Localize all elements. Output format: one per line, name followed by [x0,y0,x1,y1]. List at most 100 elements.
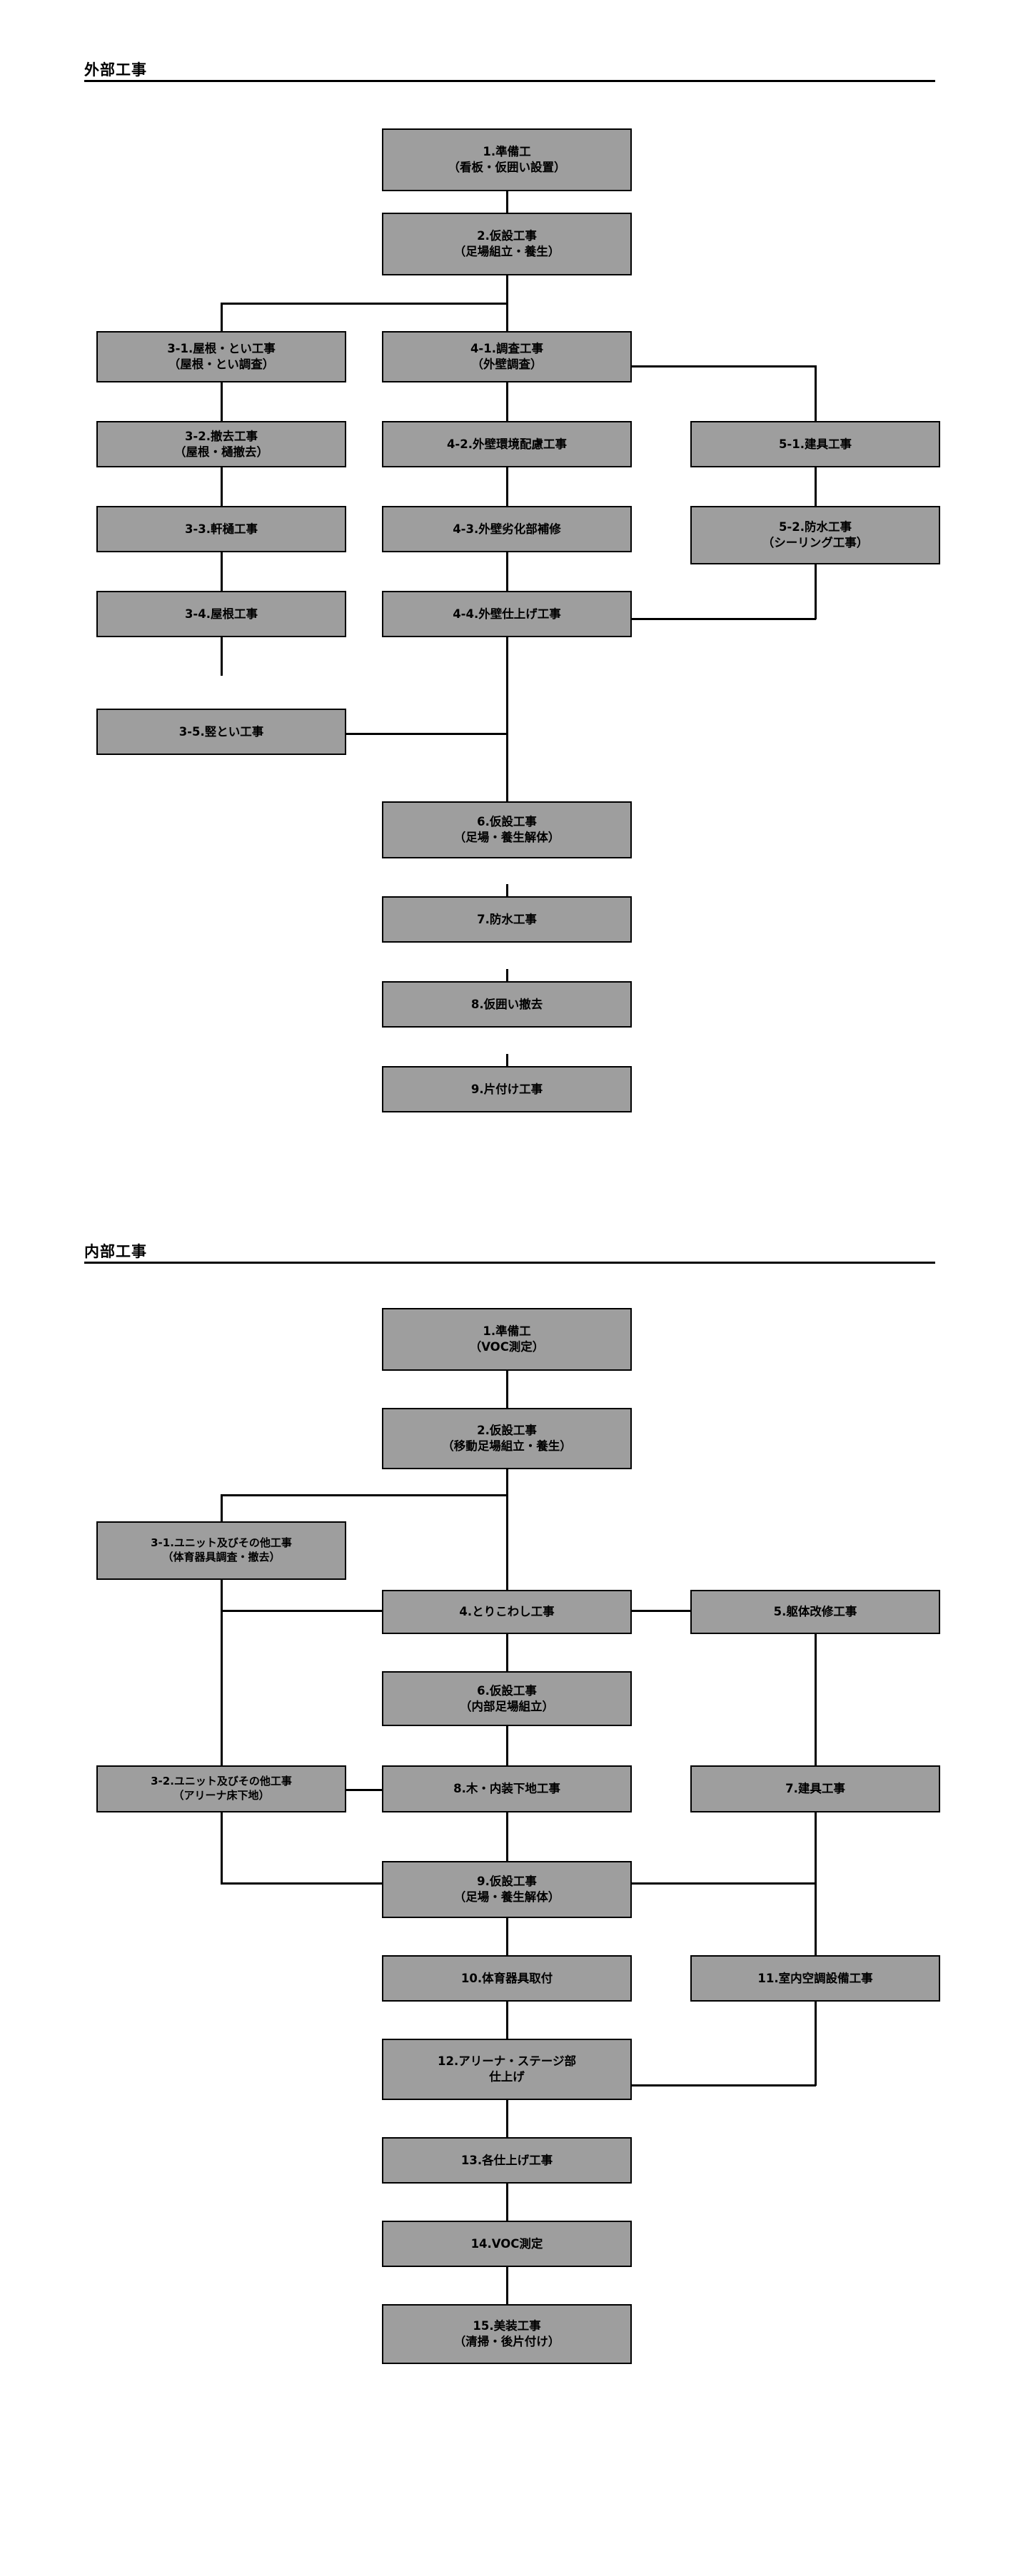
connector-e44-e6 [506,637,508,801]
connector-e34-e35 [221,637,223,676]
node-i8[interactable]: 8.木・内装下地工事 [382,1765,632,1812]
section-title-exterior: 外部工事 [84,61,147,78]
node-e34[interactable]: 3-4.屋根工事 [96,591,346,637]
node-i8-line1: 8.木・内装下地工事 [453,1782,560,1796]
node-i32-line2: （アリーナ床下地） [173,1789,270,1802]
node-e1[interactable]: 1.準備工 （看板・仮囲い設置） [382,128,632,191]
connector-i2-i31 [221,1494,223,1521]
connector-e52-e44 [607,618,816,620]
node-i10[interactable]: 10.体育器具取付 [382,1955,632,2002]
node-e51[interactable]: 5-1.建具工事 [690,421,940,467]
node-i31-line1: 3-1.ユニット及びその他工事 [151,1536,292,1550]
node-i1-line2: （VOC測定） [469,1340,545,1354]
node-e9[interactable]: 9.片付け工事 [382,1066,632,1112]
node-i14[interactable]: 14.VOC測定 [382,2221,632,2267]
node-i2[interactable]: 2.仮設工事（移動足場組立・養生） [382,1408,632,1469]
node-e6-line2: （足場・養生解体） [453,831,560,844]
node-i5-line1: 5.躯体改修工事 [773,1605,857,1619]
node-e31-line2: （屋根・とい調査） [168,358,275,371]
node-e2[interactable]: 2.仮設工事（足場組立・養生） [382,213,632,275]
node-i7[interactable]: 7.建具工事 [690,1765,940,1812]
node-e33[interactable]: 3-3.軒樋工事 [96,506,346,552]
node-e32-line2: （屋根・樋撤去） [174,445,268,459]
node-i32-line1: 3-2.ユニット及びその他工事 [151,1775,292,1788]
connector-e41-e51-down [815,365,817,421]
connector-i5-i7 [815,1634,817,1765]
node-i12-line2: 仕上げ [489,2070,525,2084]
node-i31[interactable]: 3-1.ユニット及びその他工事（体育器具調査・撤去） [96,1521,346,1580]
connector-e31-e32 [221,382,223,421]
node-e42[interactable]: 4-2.外壁環境配慮工事 [382,421,632,467]
node-e7[interactable]: 7.防水工事 [382,896,632,943]
node-i1[interactable]: 1.準備工（VOC測定） [382,1308,632,1371]
node-e2-line1: 2.仮設工事 [477,229,537,243]
connector-i11-down [815,2002,817,2086]
node-e52[interactable]: 5-2.防水工事 （シーリング工事） [690,506,940,564]
connector-i11-i12 [630,2084,816,2086]
connector-i2-i4 [506,1494,508,1590]
connector-i9-i11 [815,1882,817,1955]
section-title-interior: 内部工事 [84,1243,147,1260]
node-i15[interactable]: 15.美装工事（清掃・後片付け） [382,2304,632,2364]
node-i13[interactable]: 13.各仕上げ工事 [382,2137,632,2184]
node-i12-line1: 12.アリーナ・ステージ部 [438,2054,576,2069]
node-e44[interactable]: 4-4.外壁仕上げ工事 [382,591,632,637]
node-e35[interactable]: 3-5.竪とい工事 [96,709,346,755]
node-e32[interactable]: 3-2.撤去工事（屋根・樋撤去） [96,421,346,467]
node-e42-line1: 4-2.外壁環境配慮工事 [446,437,568,451]
node-e44-line1: 4-4.外壁仕上げ工事 [453,607,561,621]
node-e33-line1: 3-3.軒樋工事 [184,522,258,536]
node-e52-line1: 5-2.防水工事 [778,520,852,534]
node-e35-line1: 3-5.竪とい工事 [178,724,264,739]
connector-e33-e34 [221,552,223,591]
connector-i9-right [630,1882,816,1885]
connector-e52-down [815,564,817,619]
node-e43[interactable]: 4-3.外壁劣化部補修 [382,506,632,552]
node-i5[interactable]: 5.躯体改修工事 [690,1590,940,1634]
node-i32[interactable]: 3-2.ユニット及びその他工事（アリーナ床下地） [96,1765,346,1812]
node-e52-line2: （シーリング工事） [762,536,869,549]
connector-i6-i8 [506,1726,508,1765]
connector-i32-i9 [221,1882,383,1885]
connector-i31-i4 [221,1610,383,1612]
connector-i9-i10 [506,1918,508,1955]
section-divider-interior [84,1262,935,1264]
node-e1-line1: 1.準備工 [483,145,531,159]
connector-e2-down [506,275,508,304]
node-i6[interactable]: 6.仮設工事（内部足場組立） [382,1671,632,1726]
node-e8[interactable]: 8.仮囲い撤去 [382,981,632,1028]
node-i9-line1: 9.仮設工事 [477,1875,537,1889]
node-i2-line1: 2.仮設工事 [477,1424,537,1438]
node-i13-line1: 13.各仕上げ工事 [460,2153,553,2167]
connector-i13-i14 [506,2184,508,2221]
connector-e42-e43 [506,467,508,506]
node-e1-line2: （看板・仮囲い設置） [448,161,566,174]
connector-e2-e31 [221,303,223,331]
node-i4[interactable]: 4.とりこわし工事 [382,1590,632,1634]
connector-i10-i12 [506,2002,508,2039]
connector-e32-e33 [221,467,223,506]
node-e41[interactable]: 4-1.調査工事（外壁調査） [382,331,632,382]
connector-e2-branch [221,303,508,305]
node-i11[interactable]: 11.室内空調設備工事 [690,1955,940,2002]
node-e51-line1: 5-1.建具工事 [778,437,852,451]
section-divider-exterior [84,80,935,82]
node-i2-line2: （移動足場組立・養生） [442,1439,572,1453]
node-e6-line1: 6.仮設工事 [477,815,537,829]
connector-e41-e42 [506,382,508,421]
node-i7-line1: 7.建具工事 [785,1782,845,1796]
connector-i2-down [506,1469,508,1496]
connector-i14-i15 [506,2267,508,2304]
node-i4-line1: 4.とりこわし工事 [459,1605,555,1619]
node-e31[interactable]: 3-1.屋根・とい工事（屋根・とい調査） [96,331,346,382]
connector-e43-e44 [506,552,508,591]
connector-i1-i2 [506,1371,508,1408]
connector-i32-down [221,1812,223,1884]
node-i9[interactable]: 9.仮設工事（足場・養生解体） [382,1861,632,1918]
node-i1-line1: 1.準備工 [483,1324,531,1339]
node-e6[interactable]: 6.仮設工事 （足場・養生解体） [382,801,632,858]
node-i10-line1: 10.体育器具取付 [460,1971,553,1985]
node-i12[interactable]: 12.アリーナ・ステージ部仕上げ [382,2039,632,2100]
node-i31-line2: （体育器具調査・撤去） [162,1551,281,1563]
